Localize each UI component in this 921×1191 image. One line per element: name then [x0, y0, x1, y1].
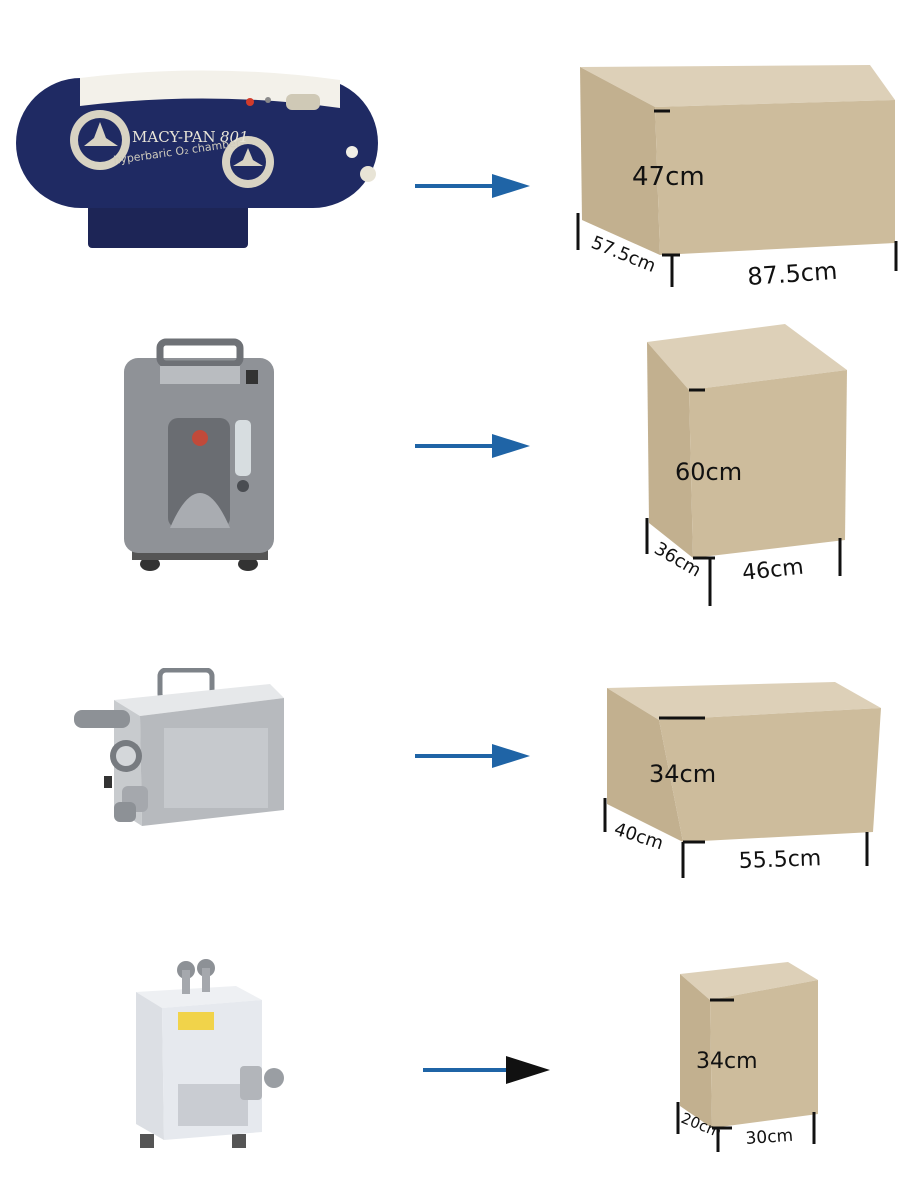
product-row-4: 34cm 20cm 30cm	[0, 930, 921, 1191]
portable-oxygen-unit-icon	[74, 668, 284, 826]
product-row-2: 60cm 36cm 46cm	[0, 300, 921, 620]
arrow-right-icon	[415, 434, 530, 458]
box-1-height-label: 47cm	[632, 162, 705, 192]
shipping-box-2: 60cm 36cm 46cm	[645, 324, 847, 606]
oxygen-concentrator-icon	[124, 338, 274, 571]
arrow-right-icon	[423, 1056, 550, 1084]
box-3-width-label: 55.5cm	[738, 846, 821, 874]
shipping-box-3: 34cm 40cm 55.5cm	[603, 682, 881, 878]
shipping-box-1: 47cm 57.5cm 87.5cm	[576, 65, 898, 291]
shipping-box-4: 34cm 20cm 30cm	[676, 962, 818, 1152]
chamber-model: 801	[220, 128, 249, 146]
box-3-height-label: 34cm	[649, 760, 716, 788]
box-2-height-label: 60cm	[675, 458, 742, 486]
box-4-height-label: 34cm	[696, 1049, 758, 1074]
product-row-3: 34cm 40cm 55.5cm	[0, 640, 921, 900]
hyperbaric-chamber-icon: MACY-PAN 801 hyperbaric O₂ chamber	[16, 70, 378, 248]
box-4-width-label: 30cm	[745, 1126, 794, 1149]
product-row-1: MACY-PAN 801 hyperbaric O₂ chamber 47cm …	[0, 0, 921, 300]
arrow-right-icon	[415, 174, 530, 198]
box-2-width-label: 46cm	[741, 555, 805, 586]
box-1-width-label: 87.5cm	[746, 257, 838, 291]
arrow-right-icon	[415, 744, 530, 768]
oxygen-generator-module-icon	[136, 959, 284, 1148]
chamber-brand: MACY-PAN	[132, 128, 216, 146]
